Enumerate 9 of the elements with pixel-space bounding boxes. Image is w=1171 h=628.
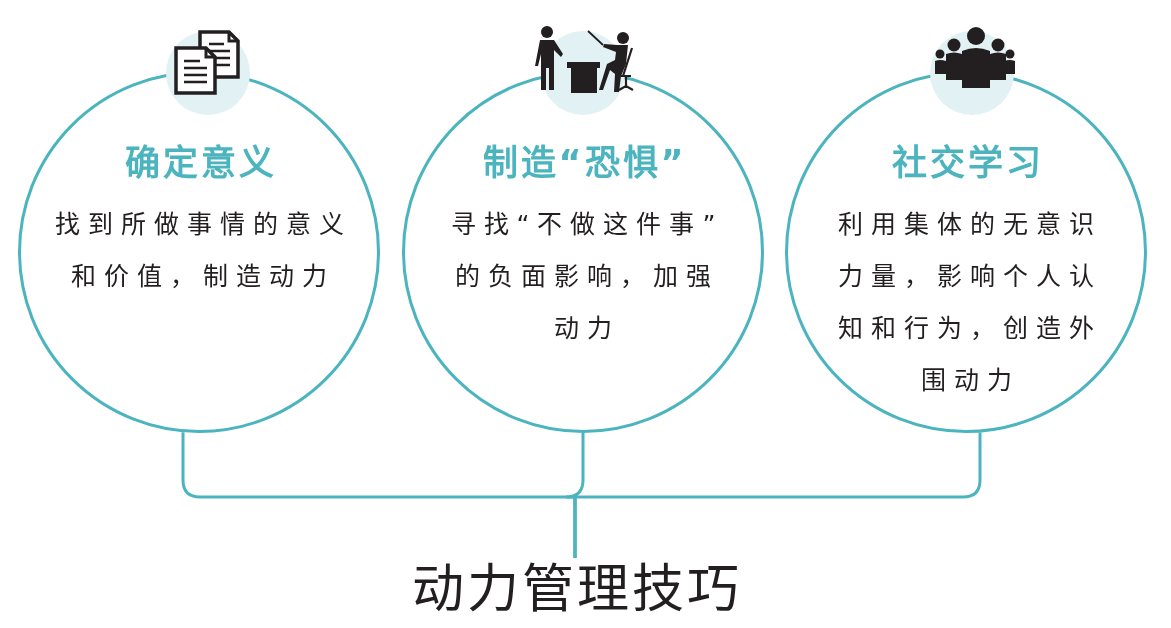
topic-title: 动力管理技巧: [408, 558, 742, 620]
circle-description: 寻找“不做这件事”的负面影响，加强动力: [449, 209, 725, 345]
circle-description: 利用集体的无意识力量，影响个人认知和行为，创造外围动力: [837, 209, 1103, 397]
circle-description: 找到所做事情的意义和价值，制造动力: [53, 209, 353, 293]
circle-heading: 制造“恐惧”: [481, 142, 687, 185]
topic-circle: [18, 71, 380, 433]
connector-line: [573, 432, 982, 558]
circle-heading: 确定意义: [123, 142, 277, 185]
circle-heading: 社交学习: [890, 142, 1044, 185]
